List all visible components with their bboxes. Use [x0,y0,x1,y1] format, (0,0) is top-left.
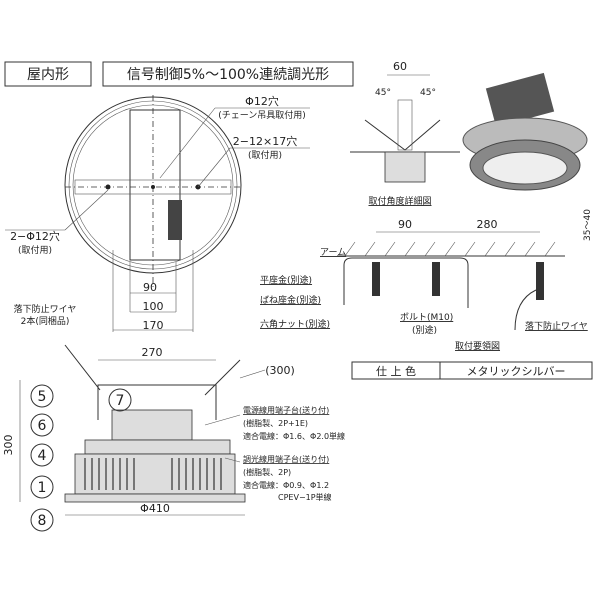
dimming-terminal-wire: 適合電線：Φ0.9、Φ1.2 [243,480,329,490]
bolt-label: ボルト(M10) [400,312,453,323]
hole-slot-label: 2−12×17穴 [233,134,297,148]
power-terminal-wire: 適合電線：Φ1.6、Φ2.0単線 [243,431,345,441]
dim-100: 100 [143,300,164,313]
callout-6: 6 [38,418,47,434]
control-label: 信号制御5%～100%連続調光形 [127,66,329,83]
hole-slot-note: (取付用) [248,150,282,161]
mount-dim-90: 90 [398,218,412,231]
top-view: 90 100 170 Φ12穴 (チェーン吊具取付用) 2−12×17穴 (取付… [5,94,310,332]
side-view: 落下防止ワイヤ 2本(同梱品) 270 (300) Φ410 300 5 6 4… [2,303,345,532]
finish-table: 仕 上 色 メタリックシルバー [351,361,593,380]
mount-wire-label: 落下防止ワイヤ [525,320,588,332]
flat-washer-label: 平座金(別途) [260,274,312,286]
hole-chain-note: (チェーン吊具取付用) [218,110,306,121]
power-terminal-title: 電源線用端子台(送り付) [243,405,329,415]
callout-4: 4 [38,448,47,464]
bolt-note: (別途) [412,324,437,336]
callouts: 5 6 4 1 7 8 [30,384,132,532]
finish-value: メタリックシルバー [467,365,566,378]
dim-170: 170 [143,319,164,332]
mount-detail: 90 280 35～40 アーム 平座金(別途) ばね座金(別途) 六角ナット(… [260,209,593,352]
mount-dim-280: 280 [477,218,498,231]
power-terminal-material: (樹脂製、2P+1E) [243,418,308,428]
mount-detail-title: 取付要領図 [455,340,500,352]
fixture-photo [462,72,588,191]
dim-270: 270 [142,346,163,359]
finish-label: 仕 上 色 [376,364,416,378]
dim-300: 300 [2,435,15,456]
dim-90: 90 [143,281,157,294]
dimming-terminal-material: (樹脂製、2P) [243,467,291,477]
control-box: 信号制御5%～100%連続調光形 [102,61,354,87]
spring-washer-label: ばね座金(別途) [260,294,321,306]
dim-410: Φ410 [140,502,170,515]
type-label: 屋内形 [27,67,69,83]
dimming-terminal-title: 調光線用端子台(送り付) [243,454,329,464]
dimming-terminal-cable: CPEV−1P単線 [278,492,332,502]
callout-8: 8 [38,513,47,529]
angle-right: 45° [420,88,436,98]
callout-5: 5 [38,389,47,405]
angle-detail-title: 取付角度詳細図 [368,195,431,207]
mount-dim-gap: 35～40 [583,209,593,241]
wire-label: 落下防止ワイヤ [14,303,77,315]
dim-300-paren: (300) [265,364,295,377]
callout-7: 7 [116,393,125,409]
angle-detail: 60 45° 45° 取付角度詳細図 [350,60,460,207]
hex-nut-label: 六角ナット(別途) [260,318,330,330]
hole-chain-label: Φ12穴 [245,94,279,108]
callout-1: 1 [38,480,47,496]
hole-side-label: 2−Φ12穴 [10,229,60,243]
arm-label: アーム [320,247,346,258]
type-box: 屋内形 [4,61,92,87]
angle-left: 45° [375,88,391,98]
wire-count: 2本(同梱品) [21,315,70,327]
hole-side-note: (取付用) [18,245,52,256]
angle-dim-60: 60 [393,60,407,73]
